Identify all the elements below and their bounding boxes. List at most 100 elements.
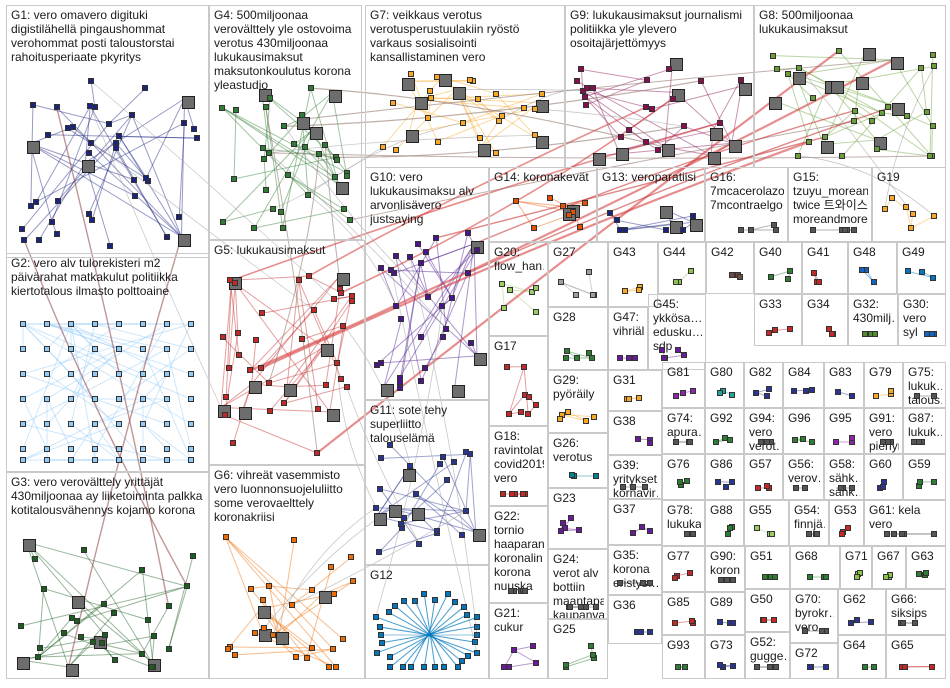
user-node[interactable]: [879, 110, 885, 117]
user-node[interactable]: [576, 526, 583, 533]
user-node[interactable]: [770, 221, 777, 228]
user-node[interactable]: [68, 446, 74, 452]
user-node[interactable]: [261, 156, 268, 163]
user-node[interactable]: [219, 334, 226, 341]
user-node[interactable]: [880, 483, 887, 490]
user-node[interactable]: [474, 623, 480, 630]
user-node[interactable]: [476, 135, 483, 142]
user-node[interactable]: [567, 604, 574, 610]
user-avatar-node[interactable]: [402, 78, 416, 92]
user-node[interactable]: [669, 95, 676, 102]
user-node[interactable]: [376, 549, 383, 556]
user-node[interactable]: [69, 124, 76, 131]
user-node[interactable]: [823, 664, 829, 670]
user-node[interactable]: [338, 289, 345, 296]
user-avatar-node[interactable]: [536, 99, 550, 113]
user-node[interactable]: [315, 406, 322, 413]
user-node[interactable]: [44, 131, 51, 138]
user-avatar-node[interactable]: [65, 664, 79, 677]
user-node[interactable]: [912, 620, 919, 626]
user-node[interactable]: [463, 508, 470, 515]
user-node[interactable]: [787, 268, 793, 275]
user-node[interactable]: [164, 457, 170, 463]
user-node[interactable]: [188, 321, 194, 327]
user-node[interactable]: [116, 446, 122, 452]
user-node[interactable]: [322, 141, 329, 148]
user-node[interactable]: [434, 528, 441, 535]
user-node[interactable]: [32, 555, 39, 562]
user-node[interactable]: [164, 371, 170, 377]
user-node[interactable]: [888, 387, 894, 394]
user-node[interactable]: [680, 227, 687, 233]
user-node[interactable]: [20, 346, 26, 352]
user-node[interactable]: [373, 504, 379, 511]
user-node[interactable]: [130, 176, 137, 183]
user-node[interactable]: [314, 450, 321, 456]
user-node[interactable]: [619, 484, 626, 490]
user-node[interactable]: [44, 321, 50, 327]
user-node[interactable]: [164, 396, 170, 402]
user-avatar-node[interactable]: [276, 631, 290, 645]
user-node[interactable]: [730, 620, 736, 626]
user-node[interactable]: [433, 234, 440, 241]
user-node[interactable]: [230, 440, 237, 447]
user-node[interactable]: [809, 439, 815, 445]
user-node[interactable]: [387, 653, 394, 660]
user-node[interactable]: [532, 105, 539, 112]
user-node[interactable]: [68, 346, 74, 352]
user-node[interactable]: [851, 107, 858, 114]
user-node[interactable]: [794, 152, 801, 159]
user-avatar-node[interactable]: [891, 103, 905, 117]
user-node[interactable]: [191, 125, 198, 132]
user-avatar-node[interactable]: [181, 95, 195, 109]
user-node[interactable]: [292, 653, 299, 660]
user-node[interactable]: [291, 141, 298, 148]
user-node[interactable]: [44, 346, 50, 352]
user-node[interactable]: [267, 95, 274, 102]
user-node[interactable]: [140, 446, 146, 452]
user-node[interactable]: [883, 574, 890, 580]
user-node[interactable]: [379, 143, 386, 150]
user-node[interactable]: [614, 217, 621, 224]
user-node[interactable]: [40, 585, 47, 592]
user-node[interactable]: [583, 418, 590, 424]
user-node[interactable]: [684, 478, 691, 485]
user-node[interactable]: [890, 531, 897, 537]
user-node[interactable]: [730, 662, 736, 669]
user-node[interactable]: [165, 603, 172, 610]
user-node[interactable]: [686, 439, 693, 445]
user-node[interactable]: [343, 173, 350, 180]
user-node[interactable]: [105, 120, 112, 127]
user-avatar-node[interactable]: [296, 116, 310, 130]
user-node[interactable]: [686, 570, 693, 577]
user-node[interactable]: [849, 435, 855, 442]
user-node[interactable]: [372, 613, 379, 620]
user-avatar-node[interactable]: [388, 505, 402, 519]
user-node[interactable]: [499, 491, 506, 497]
user-node[interactable]: [235, 351, 242, 358]
user-node[interactable]: [102, 632, 109, 639]
user-node[interactable]: [143, 175, 150, 182]
user-node[interactable]: [439, 333, 446, 340]
user-node[interactable]: [440, 453, 447, 460]
user-node[interactable]: [929, 52, 936, 59]
user-node[interactable]: [681, 123, 687, 130]
user-node[interactable]: [393, 303, 400, 310]
user-node[interactable]: [625, 126, 632, 133]
user-node[interactable]: [835, 47, 842, 54]
user-node[interactable]: [417, 260, 424, 267]
user-node[interactable]: [849, 485, 855, 491]
user-node[interactable]: [899, 531, 906, 537]
user-node[interactable]: [408, 664, 415, 670]
user-node[interactable]: [281, 123, 288, 130]
user-node[interactable]: [583, 604, 590, 610]
user-node[interactable]: [557, 528, 564, 535]
user-node[interactable]: [459, 119, 466, 126]
user-node[interactable]: [391, 602, 398, 609]
user-avatar-node[interactable]: [248, 381, 262, 395]
user-node[interactable]: [845, 525, 852, 532]
user-node[interactable]: [729, 391, 735, 398]
user-node[interactable]: [914, 393, 921, 399]
user-node[interactable]: [753, 389, 760, 396]
user-node[interactable]: [574, 77, 581, 84]
